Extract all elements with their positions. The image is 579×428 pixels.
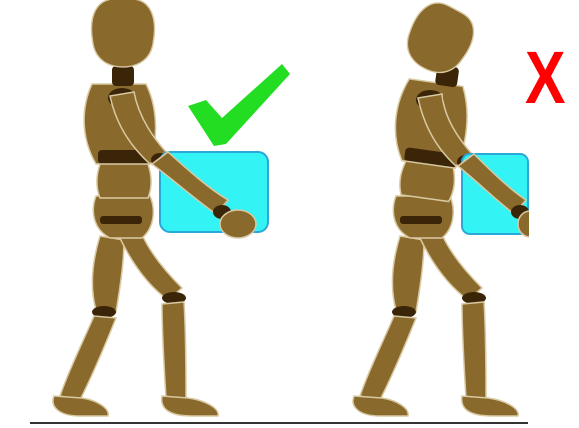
right-shin-2 bbox=[462, 302, 486, 398]
right-shin bbox=[162, 302, 186, 398]
left-foot-2 bbox=[353, 396, 408, 416]
left-shin-2 bbox=[360, 316, 416, 400]
left-shin bbox=[60, 316, 116, 400]
incorrect-figure bbox=[353, 0, 542, 416]
abdomen-2 bbox=[398, 161, 456, 202]
check-icon bbox=[188, 64, 290, 146]
left-thigh-2 bbox=[393, 236, 424, 312]
right-thigh-2 bbox=[418, 230, 482, 300]
right-thigh bbox=[118, 230, 182, 300]
right-foot-2 bbox=[462, 396, 518, 416]
right-foot bbox=[162, 396, 218, 416]
left-foot bbox=[53, 396, 108, 416]
correct-figure bbox=[53, 0, 268, 416]
hand bbox=[220, 210, 256, 238]
cross-icon: X bbox=[525, 42, 569, 114]
abdomen bbox=[97, 164, 151, 198]
left-thigh bbox=[93, 236, 124, 312]
